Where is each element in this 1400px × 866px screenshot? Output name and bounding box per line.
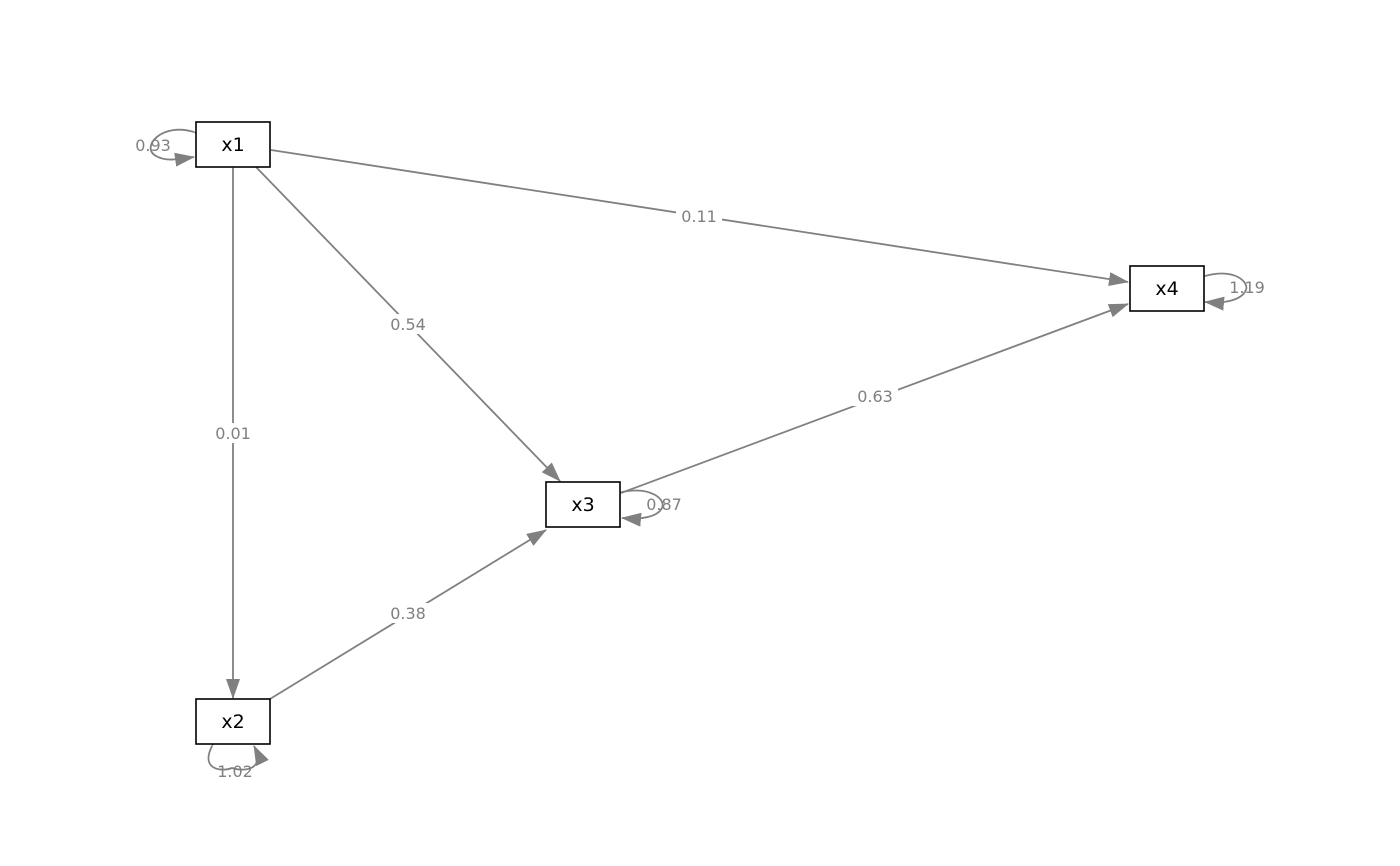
node-x4[interactable]: x4	[1129, 265, 1205, 312]
edge-label-x2-x3: 0.38	[390, 604, 426, 623]
node-x2[interactable]: x2	[195, 698, 271, 745]
variance-labels: 0.93 1.02 0.87 1.19	[135, 136, 1265, 781]
variance-loop-x1	[149, 128, 215, 167]
variance-label-x2: 1.02	[217, 762, 253, 781]
node-label-x4: x4	[1155, 278, 1178, 300]
edges	[226, 149, 1129, 700]
nodes: x1 x2 x3 x4	[195, 121, 1205, 745]
node-x1[interactable]: x1	[195, 121, 271, 168]
variance-label-x1: 0.93	[135, 136, 171, 155]
edge-label-x3-x4: 0.63	[857, 387, 893, 406]
node-label-x3: x3	[571, 494, 594, 516]
node-x3[interactable]: x3	[545, 481, 621, 528]
node-label-x1: x1	[221, 134, 244, 156]
variance-loops	[149, 128, 1248, 771]
variance-loop-x4	[1184, 272, 1248, 311]
variance-loop-x3	[601, 488, 664, 527]
variance-label-x3: 0.87	[646, 495, 682, 514]
variance-label-x4: 1.19	[1229, 278, 1265, 297]
edge-label-x1-x2: 0.01	[215, 424, 251, 443]
node-label-x2: x2	[221, 711, 244, 733]
variance-loop-x2	[207, 725, 269, 771]
edge-labels: 0.11 0.54 0.63 0.38 0.01	[210, 206, 898, 623]
edge-label-x1-x3: 0.54	[390, 315, 426, 334]
edge-label-x1-x4: 0.11	[681, 207, 717, 226]
